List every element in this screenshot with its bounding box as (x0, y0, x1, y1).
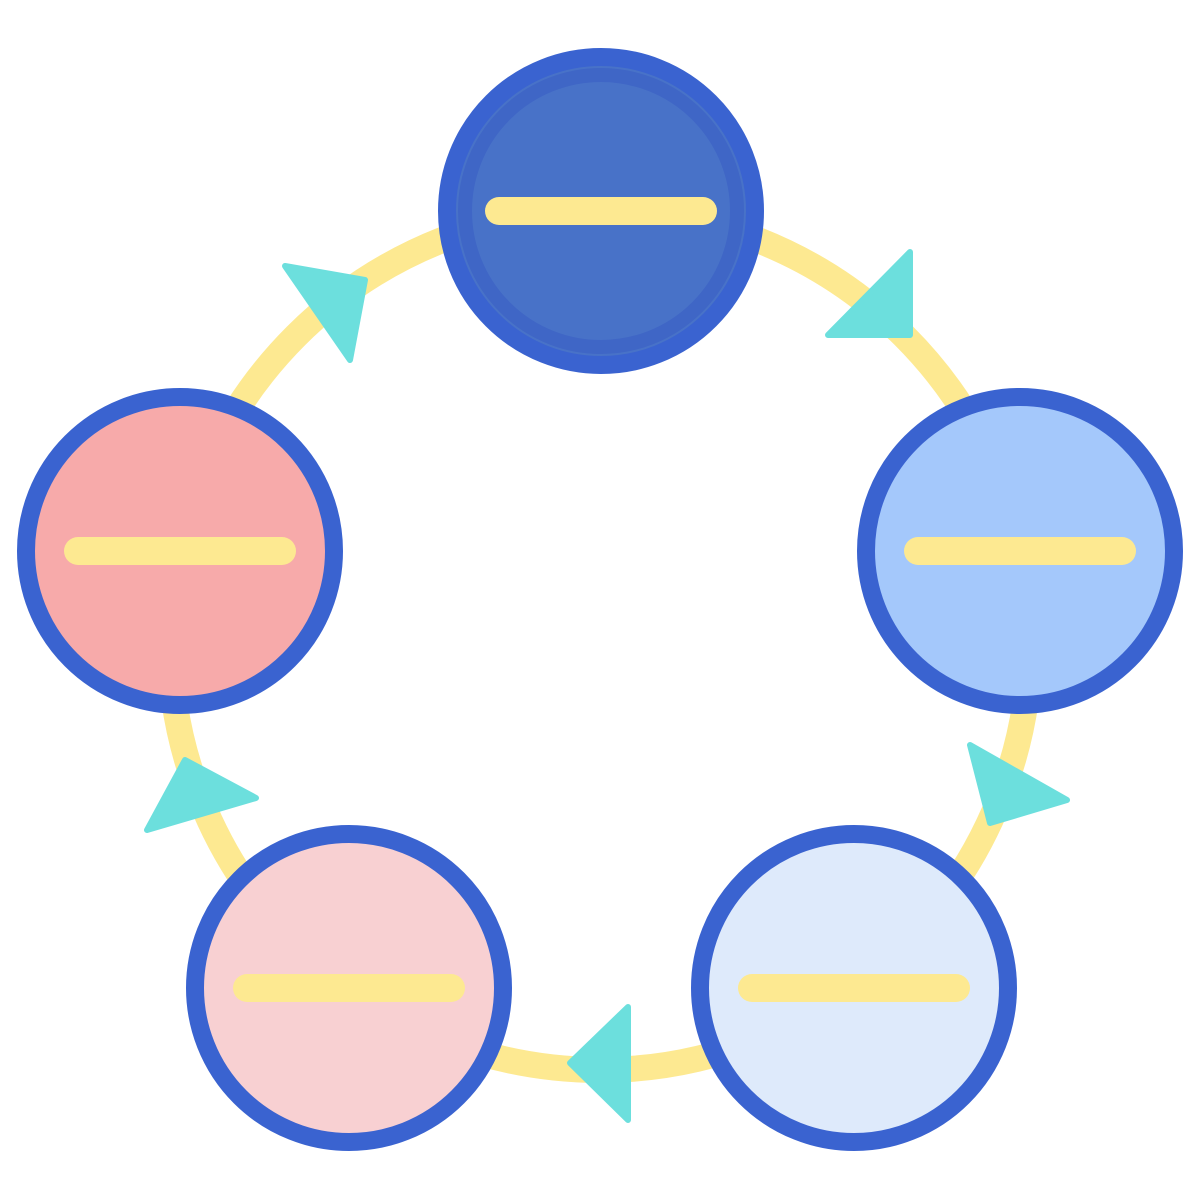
arrow-top-left-icon (282, 263, 368, 363)
arrow-left-icon (144, 757, 259, 833)
node-bottom-left (186, 825, 512, 1151)
arrow-bottom-icon (567, 1004, 631, 1123)
node-top-inner-ring (458, 68, 744, 354)
node-right (857, 388, 1183, 714)
node-top (438, 48, 764, 374)
node-left (17, 388, 343, 714)
arrow-right-icon (967, 742, 1070, 826)
arrow-top-right-icon (825, 249, 913, 338)
node-bottom-right (691, 825, 1017, 1151)
